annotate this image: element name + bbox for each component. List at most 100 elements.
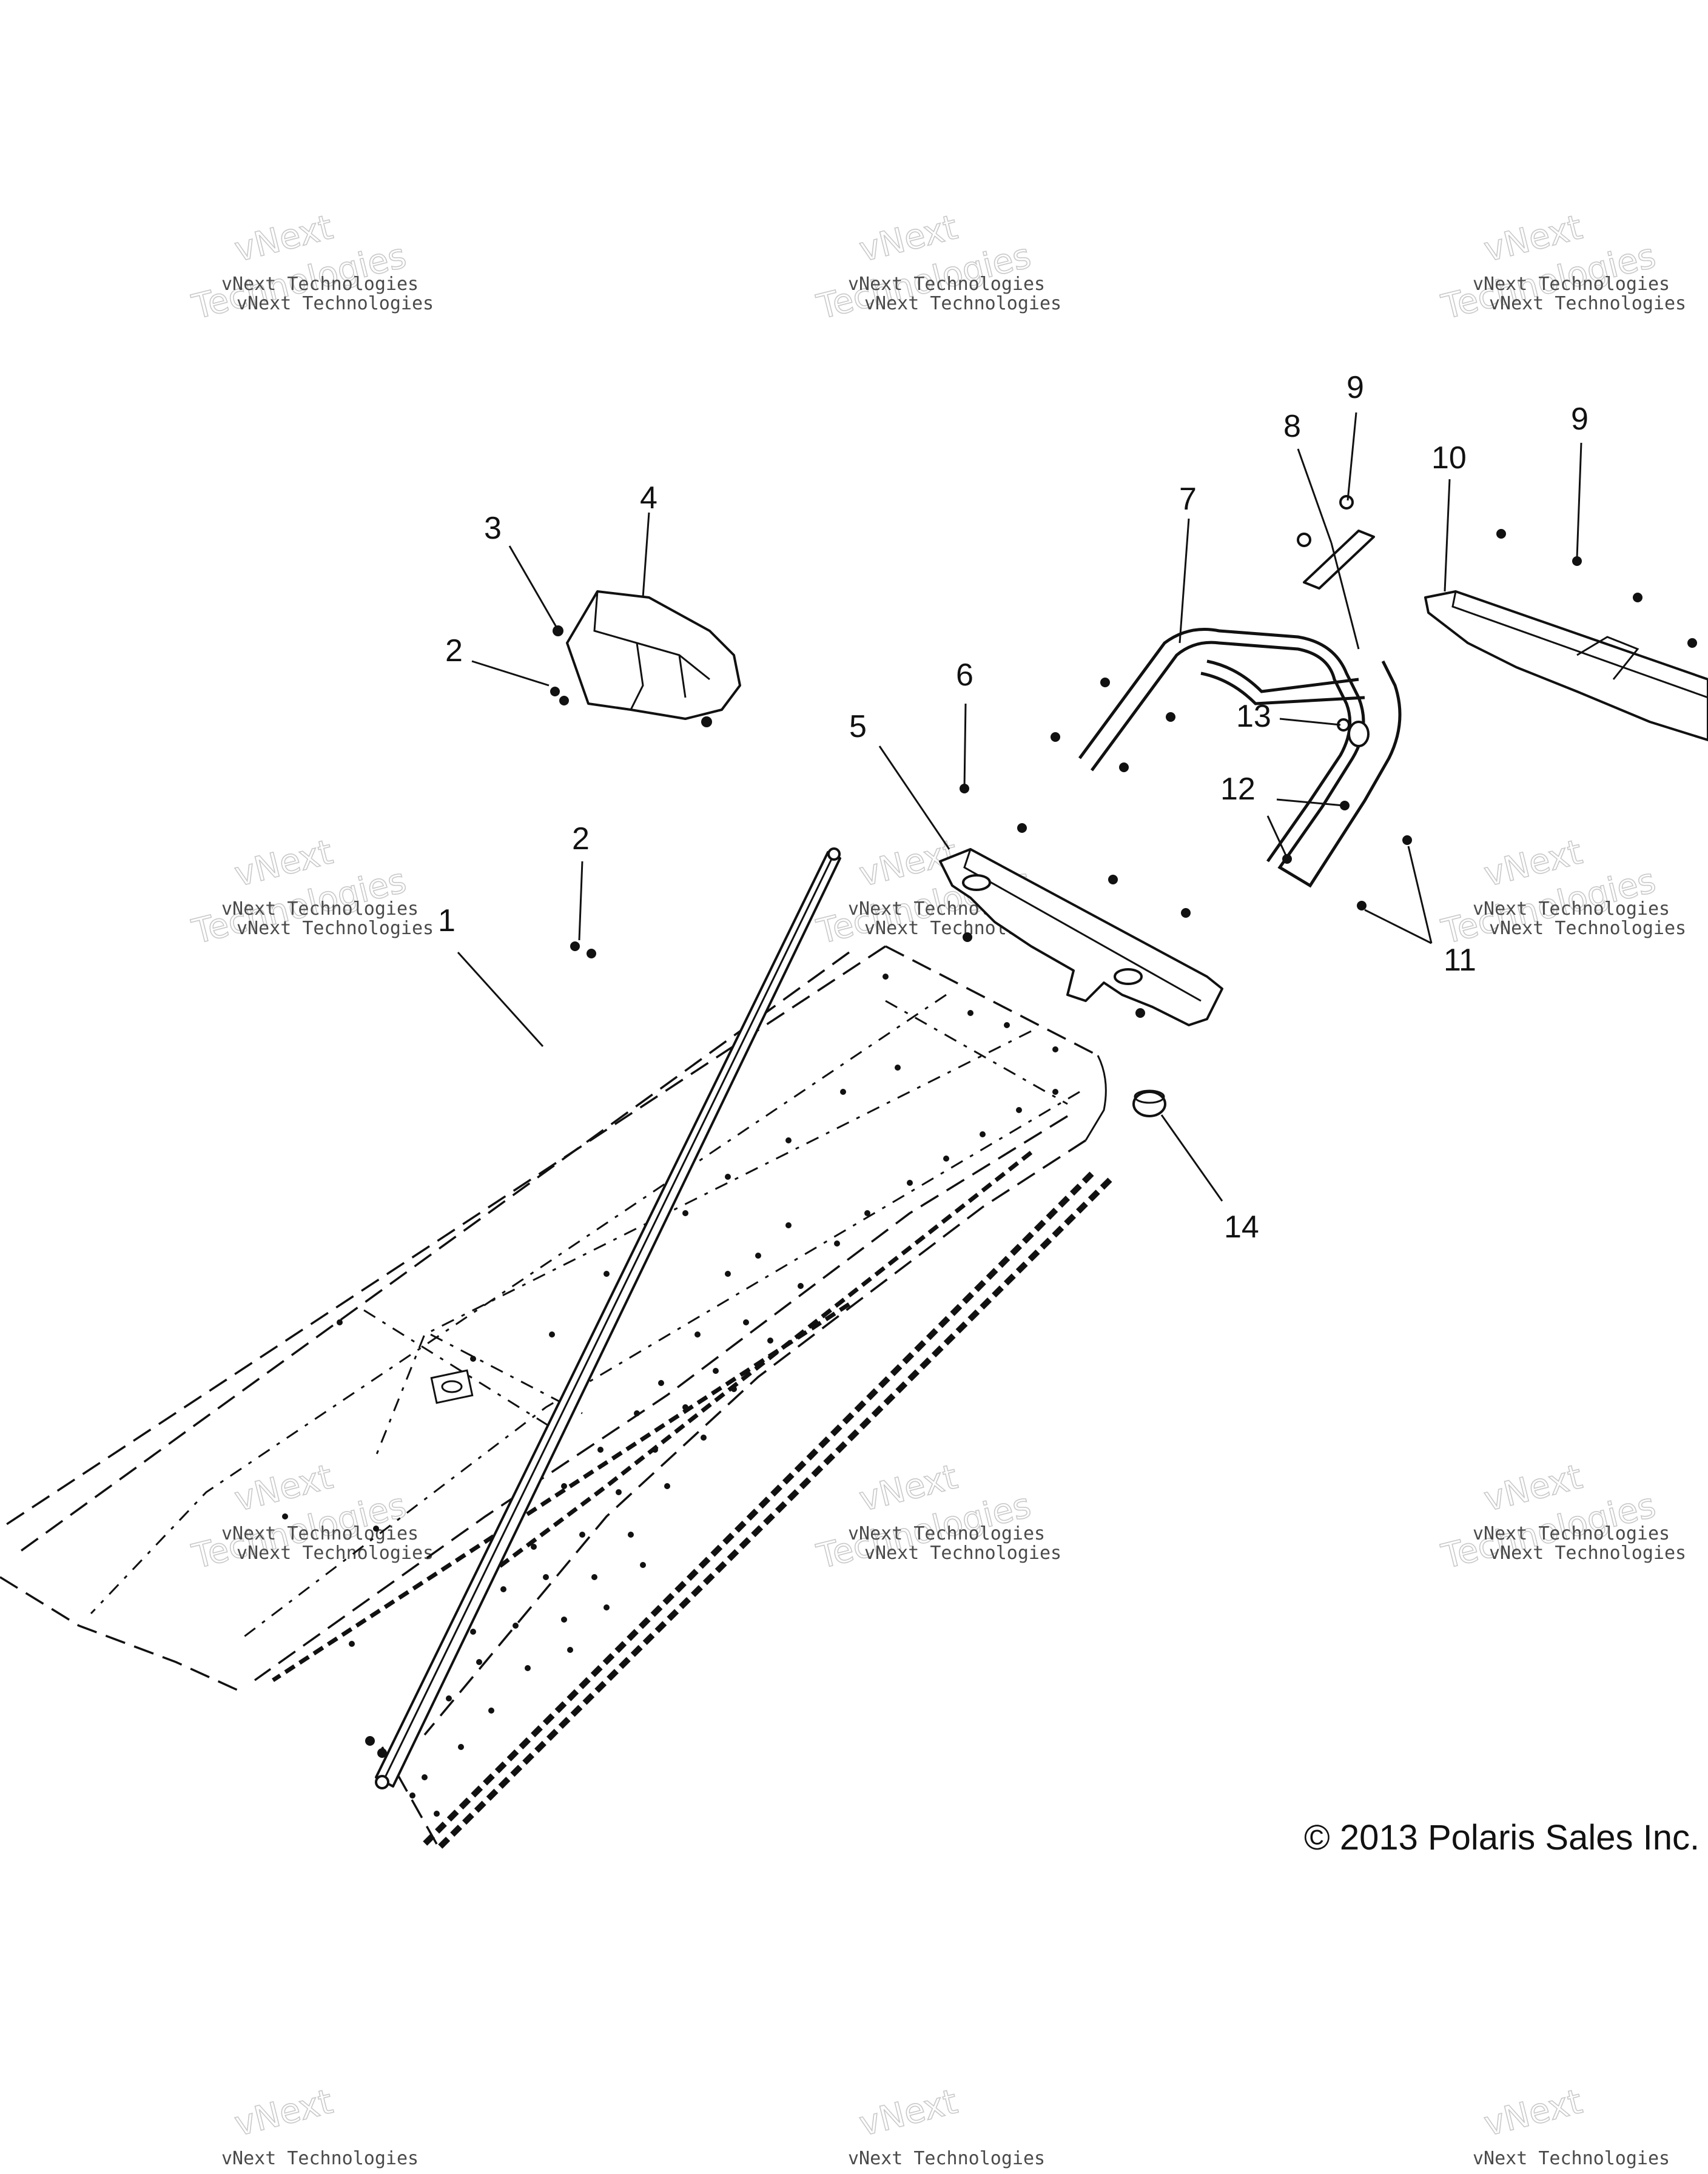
watermark-text: vNext Technologies — [221, 1523, 419, 1544]
watermark-text: vNext Technologies — [1473, 898, 1670, 920]
rail-end — [375, 1775, 389, 1789]
floor-inner-line — [242, 1091, 1080, 1639]
washer — [1297, 533, 1311, 547]
fastener — [1135, 1008, 1145, 1018]
bushing-body — [1132, 1091, 1166, 1117]
floor-inner-line — [254, 1115, 1068, 1681]
watermark-layer: vNext Technologies vNext Technologies vN… — [187, 207, 1686, 2169]
leader-lines — [457, 412, 1582, 1202]
part-5-bracket[interactable] — [939, 784, 1223, 1026]
fastener — [1687, 638, 1697, 648]
floor-inner-line — [90, 994, 947, 1615]
leader-12b — [1266, 815, 1287, 856]
callout-11: 11 — [1444, 943, 1476, 978]
fastener — [1282, 854, 1292, 864]
part-1-rail[interactable] — [375, 847, 841, 1789]
callout-9: 9 — [1571, 402, 1589, 437]
leader-10 — [1444, 479, 1451, 592]
fastener — [963, 932, 972, 942]
bushing-top — [1134, 1089, 1165, 1104]
part-10-bracket[interactable] — [1424, 529, 1708, 741]
watermark-text: vNext Technologies — [237, 918, 434, 939]
bracket-right-body — [1424, 590, 1708, 741]
part-7-tube-frame[interactable] — [1051, 628, 1412, 911]
floor-pan-phantom — [0, 945, 1112, 1853]
fastener — [1181, 908, 1191, 918]
watermark-text: vNext Technologies — [1489, 918, 1686, 939]
leader-4 — [642, 512, 650, 598]
watermark-text: vNext Technologies — [221, 898, 419, 920]
floor-hole — [430, 1369, 474, 1404]
floor-inner-line — [375, 1030, 1032, 1456]
callout-9: 9 — [1347, 370, 1364, 405]
fastener — [701, 716, 712, 727]
frame-clip — [1348, 721, 1370, 747]
fastener — [553, 625, 563, 636]
floor-side-rail — [434, 1177, 1112, 1853]
floor-edge-line — [0, 1576, 243, 1694]
callout-4: 4 — [640, 480, 657, 516]
watermark-text: vNext Technologies — [864, 293, 1061, 314]
fasteners-group-2 — [365, 687, 596, 1758]
fastener — [1633, 593, 1642, 602]
part-14-bushing[interactable] — [1132, 1089, 1166, 1117]
floor-edge-line — [885, 945, 1098, 1057]
leader-12a — [1276, 798, 1344, 807]
floor-inner-line — [885, 1000, 1068, 1105]
washer — [1339, 495, 1354, 510]
watermark-text: vNext Technologies — [1489, 293, 1686, 314]
cover-edge — [678, 655, 687, 698]
callout-1: 1 — [438, 903, 456, 938]
bracket-slot — [1114, 968, 1143, 985]
frame-cross — [1200, 671, 1365, 705]
leader-9a — [1347, 412, 1357, 501]
fastener — [1100, 678, 1110, 687]
callout-12: 12 — [1220, 772, 1256, 807]
rail-edge — [382, 855, 835, 1782]
plate-body — [1303, 530, 1375, 590]
watermark-text: vNext Technologies — [1473, 1523, 1670, 1544]
bracket-edge — [963, 849, 1202, 1002]
watermark-text: vNext Technologies — [848, 274, 1045, 295]
part-4-cover[interactable] — [553, 590, 741, 727]
floor-inner-line — [430, 1333, 583, 1415]
leader-6 — [963, 703, 967, 789]
frame-cross — [1206, 659, 1359, 693]
watermark-text: vNext Technologies — [221, 274, 419, 295]
cover-edge — [630, 642, 644, 710]
bracket-slot — [962, 874, 991, 891]
leader-11a — [1407, 846, 1433, 944]
fastener — [1051, 732, 1060, 742]
frame-inner — [1090, 641, 1352, 863]
frame-outer — [1078, 628, 1402, 888]
watermark-text: vNext Technologies — [864, 1543, 1061, 1564]
watermark-text: vNext Technologies — [848, 1523, 1045, 1544]
watermark-text: vNext Technologies — [1489, 1543, 1686, 1564]
callout-13: 13 — [1236, 699, 1271, 734]
leader-9b — [1576, 442, 1582, 559]
fastener — [1340, 801, 1350, 810]
leader-8b — [1330, 542, 1360, 650]
part-8-plate[interactable] — [1297, 495, 1375, 590]
floor-inner-line — [423, 1139, 1086, 1736]
copyright-notice: © 2013 Polaris Sales Inc. — [1304, 1818, 1700, 1857]
rail-end — [827, 847, 841, 861]
leader-2a — [471, 660, 550, 687]
leader-5 — [878, 745, 950, 850]
floor-edge-line — [0, 945, 886, 1530]
callout-8: 8 — [1283, 409, 1301, 444]
callout-2: 2 — [572, 821, 590, 856]
leader-1 — [457, 951, 544, 1048]
floor-side-rail — [483, 1151, 1033, 1579]
callout-labels: 1 2 2 3 4 5 6 7 8 9 9 10 11 12 13 14 — [438, 370, 1589, 1245]
watermark-text: vNext Technologies — [237, 1543, 434, 1564]
fastener — [1166, 712, 1175, 722]
watermark-big: vNext — [230, 2082, 336, 2144]
watermark-text: vNext Technologies — [1473, 274, 1670, 295]
floor-rivets — [282, 974, 1058, 1817]
watermark-big: vNext — [1480, 2082, 1585, 2144]
callout-7: 7 — [1179, 482, 1197, 517]
leader-11b — [1364, 909, 1432, 944]
